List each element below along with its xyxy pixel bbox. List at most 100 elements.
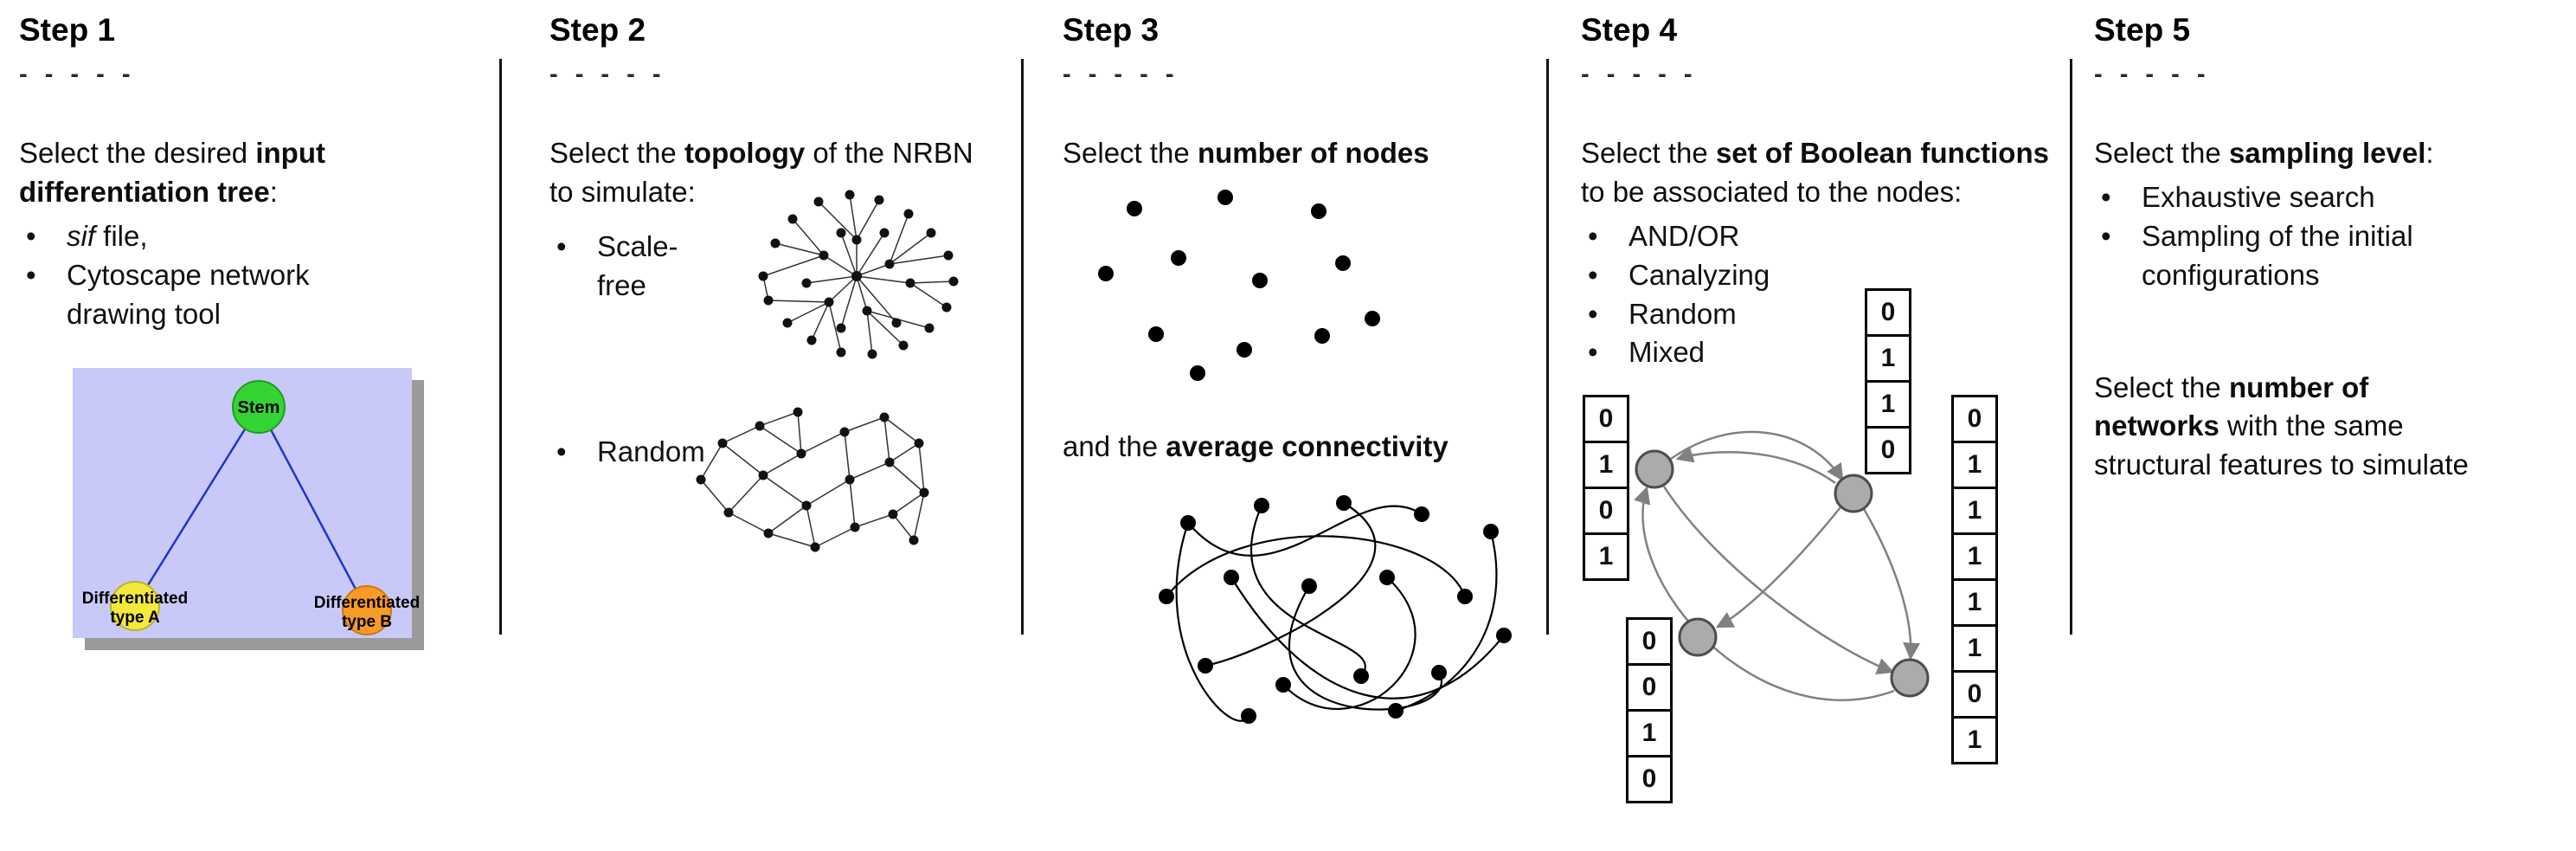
list-item: • Exhaustive search <box>2094 178 2566 217</box>
intro-text: of the NRBN to simulate: <box>549 137 973 208</box>
intro-text: Select the desired <box>19 137 256 169</box>
intro-bold: topology <box>684 137 806 169</box>
table-cell: 1 <box>1951 532 1998 582</box>
intro-text: and the <box>1063 429 1166 462</box>
list-item-label: sif file, <box>67 217 387 256</box>
bullet-icon: • <box>556 229 567 262</box>
list-item: • Mixed <box>1581 333 2059 372</box>
list-item: • Canalyzing <box>1581 256 2059 295</box>
list-item: • Cytoscape network drawing tool <box>19 256 482 334</box>
intro-text: Select the <box>549 137 684 169</box>
dashed-separator: - - - - - <box>1581 61 1698 88</box>
bullet-icon: • <box>26 219 36 252</box>
sampling-options: • Exhaustive search • Sampling of the in… <box>2094 178 2566 295</box>
column-divider <box>499 59 502 635</box>
list-item: • Random <box>549 426 727 472</box>
stem-node-label: Stem <box>238 398 280 417</box>
network-node <box>1890 658 1930 698</box>
table-cell: 0 <box>1626 663 1673 712</box>
bullet-icon: • <box>1588 219 1598 252</box>
table-cell: 1 <box>1951 716 1998 765</box>
column-divider <box>2070 59 2072 635</box>
dashed-separator: - - - - - <box>2094 61 2211 88</box>
tangle-dots <box>1159 494 1512 724</box>
dashed-separator: - - - - - <box>1063 61 1179 88</box>
table-cell: 1 <box>1951 624 1998 674</box>
bullet-icon: • <box>1588 258 1598 291</box>
intro-bold: average connectivity <box>1166 429 1449 462</box>
connectivity-tangle-illustration <box>1159 494 1512 724</box>
boolean-network-graph <box>1634 430 1930 702</box>
table-cell: 1 <box>1951 578 1998 628</box>
intro-bold: input differentiation tree <box>19 137 325 208</box>
list-item-label: AND/OR <box>1628 219 1740 252</box>
table-cell: 0 <box>1865 426 1911 475</box>
step-intro: Select the set of Boolean functions to b… <box>1581 134 2059 212</box>
boolean-network-figure: 0 1 0 1 0 0 1 0 0 1 1 0 0 1 1 1 <box>1581 286 2059 816</box>
intro-bold: sampling level <box>2228 137 2426 169</box>
bullet-icon: • <box>26 258 36 291</box>
scale-free-edges <box>762 194 954 354</box>
scale-free-option-row: • Scale-free <box>549 190 1004 426</box>
step-4-column: Step 4 - - - - - Select the set of Boole… <box>1581 12 2059 816</box>
type-b-label-line2: type B <box>342 613 392 631</box>
table-cell: 0 <box>1626 617 1673 667</box>
nodes-scatter-illustration <box>1098 189 1380 381</box>
list-item-label: Canalyzing <box>1628 258 1770 291</box>
intro-text: to be associated to the nodes: <box>1581 175 1963 208</box>
list-item: • Sampling of the initial configurations <box>2094 217 2566 295</box>
network-node <box>1678 617 1718 657</box>
step-1-column: Step 1 - - - - - Select the desired inpu… <box>19 12 482 655</box>
column-divider <box>1546 59 1549 635</box>
list-item-text: file, <box>95 219 148 252</box>
intro-bold: networks <box>2094 409 2219 442</box>
list-item-label: Exhaustive search <box>2142 180 2375 213</box>
step-secondary-text: and the average connectivity <box>1063 428 1534 467</box>
type-b-node <box>342 585 392 636</box>
dashed-separator: - - - - - <box>549 61 666 88</box>
bullet-icon: • <box>2101 180 2111 213</box>
step-title: Step 3 <box>1063 12 1160 48</box>
function-table-left: 0 1 0 1 <box>1583 395 1629 582</box>
tree-edges <box>133 406 369 611</box>
dashed-separator: - - - - - <box>19 61 136 88</box>
table-cell: 0 <box>1626 755 1673 804</box>
network-node <box>1635 449 1674 489</box>
random-network-illustration <box>696 407 929 552</box>
step-5-column: Step 5 - - - - - Select the sampling lev… <box>2094 12 2566 485</box>
table-cell: 0 <box>1865 288 1911 338</box>
intro-text: with the same structural features to sim… <box>2094 409 2469 481</box>
table-cell: 0 <box>1583 487 1629 536</box>
intro-bold: set of Boolean functions <box>1715 137 2049 169</box>
intro-text: : <box>2425 137 2434 169</box>
function-table-right: 0 1 1 1 1 1 0 1 <box>1951 395 1998 765</box>
list-item-label: Random <box>1628 297 1737 330</box>
table-cell: 1 <box>1626 709 1673 758</box>
table-cell: 0 <box>1951 395 1998 444</box>
list-item: • AND/OR <box>1581 217 2059 256</box>
type-b-label-line1: Differentiated <box>314 594 420 612</box>
intro-bold: number of nodes <box>1197 137 1429 169</box>
intro-text: : <box>269 175 278 208</box>
step-intro: Select the sampling level: <box>2094 134 2566 173</box>
step-title: Step 2 <box>549 12 646 48</box>
table-cell: 1 <box>1865 334 1911 384</box>
intro-text: Select the <box>1063 137 1198 169</box>
network-node <box>1834 474 1873 513</box>
bullet-icon: • <box>1588 297 1598 330</box>
bullet-icon: • <box>2101 219 2111 252</box>
step-title: Step 4 <box>1581 12 1678 48</box>
list-item: • sif file, <box>19 217 482 256</box>
intro-text: Select the <box>2094 137 2229 169</box>
table-cell: 0 <box>1583 395 1629 444</box>
table-cell: 0 <box>1951 670 1998 719</box>
scale-free-nodes <box>758 190 959 359</box>
intro-text: Select the <box>1581 137 1716 169</box>
step-intro: Select the number of nodes <box>1063 134 1534 173</box>
table-cell: 1 <box>1583 532 1629 582</box>
list-item: • Random <box>1581 295 2059 334</box>
table-cell: 1 <box>1951 441 1998 490</box>
table-cell: 1 <box>1865 380 1911 429</box>
column-divider <box>1021 59 1024 635</box>
